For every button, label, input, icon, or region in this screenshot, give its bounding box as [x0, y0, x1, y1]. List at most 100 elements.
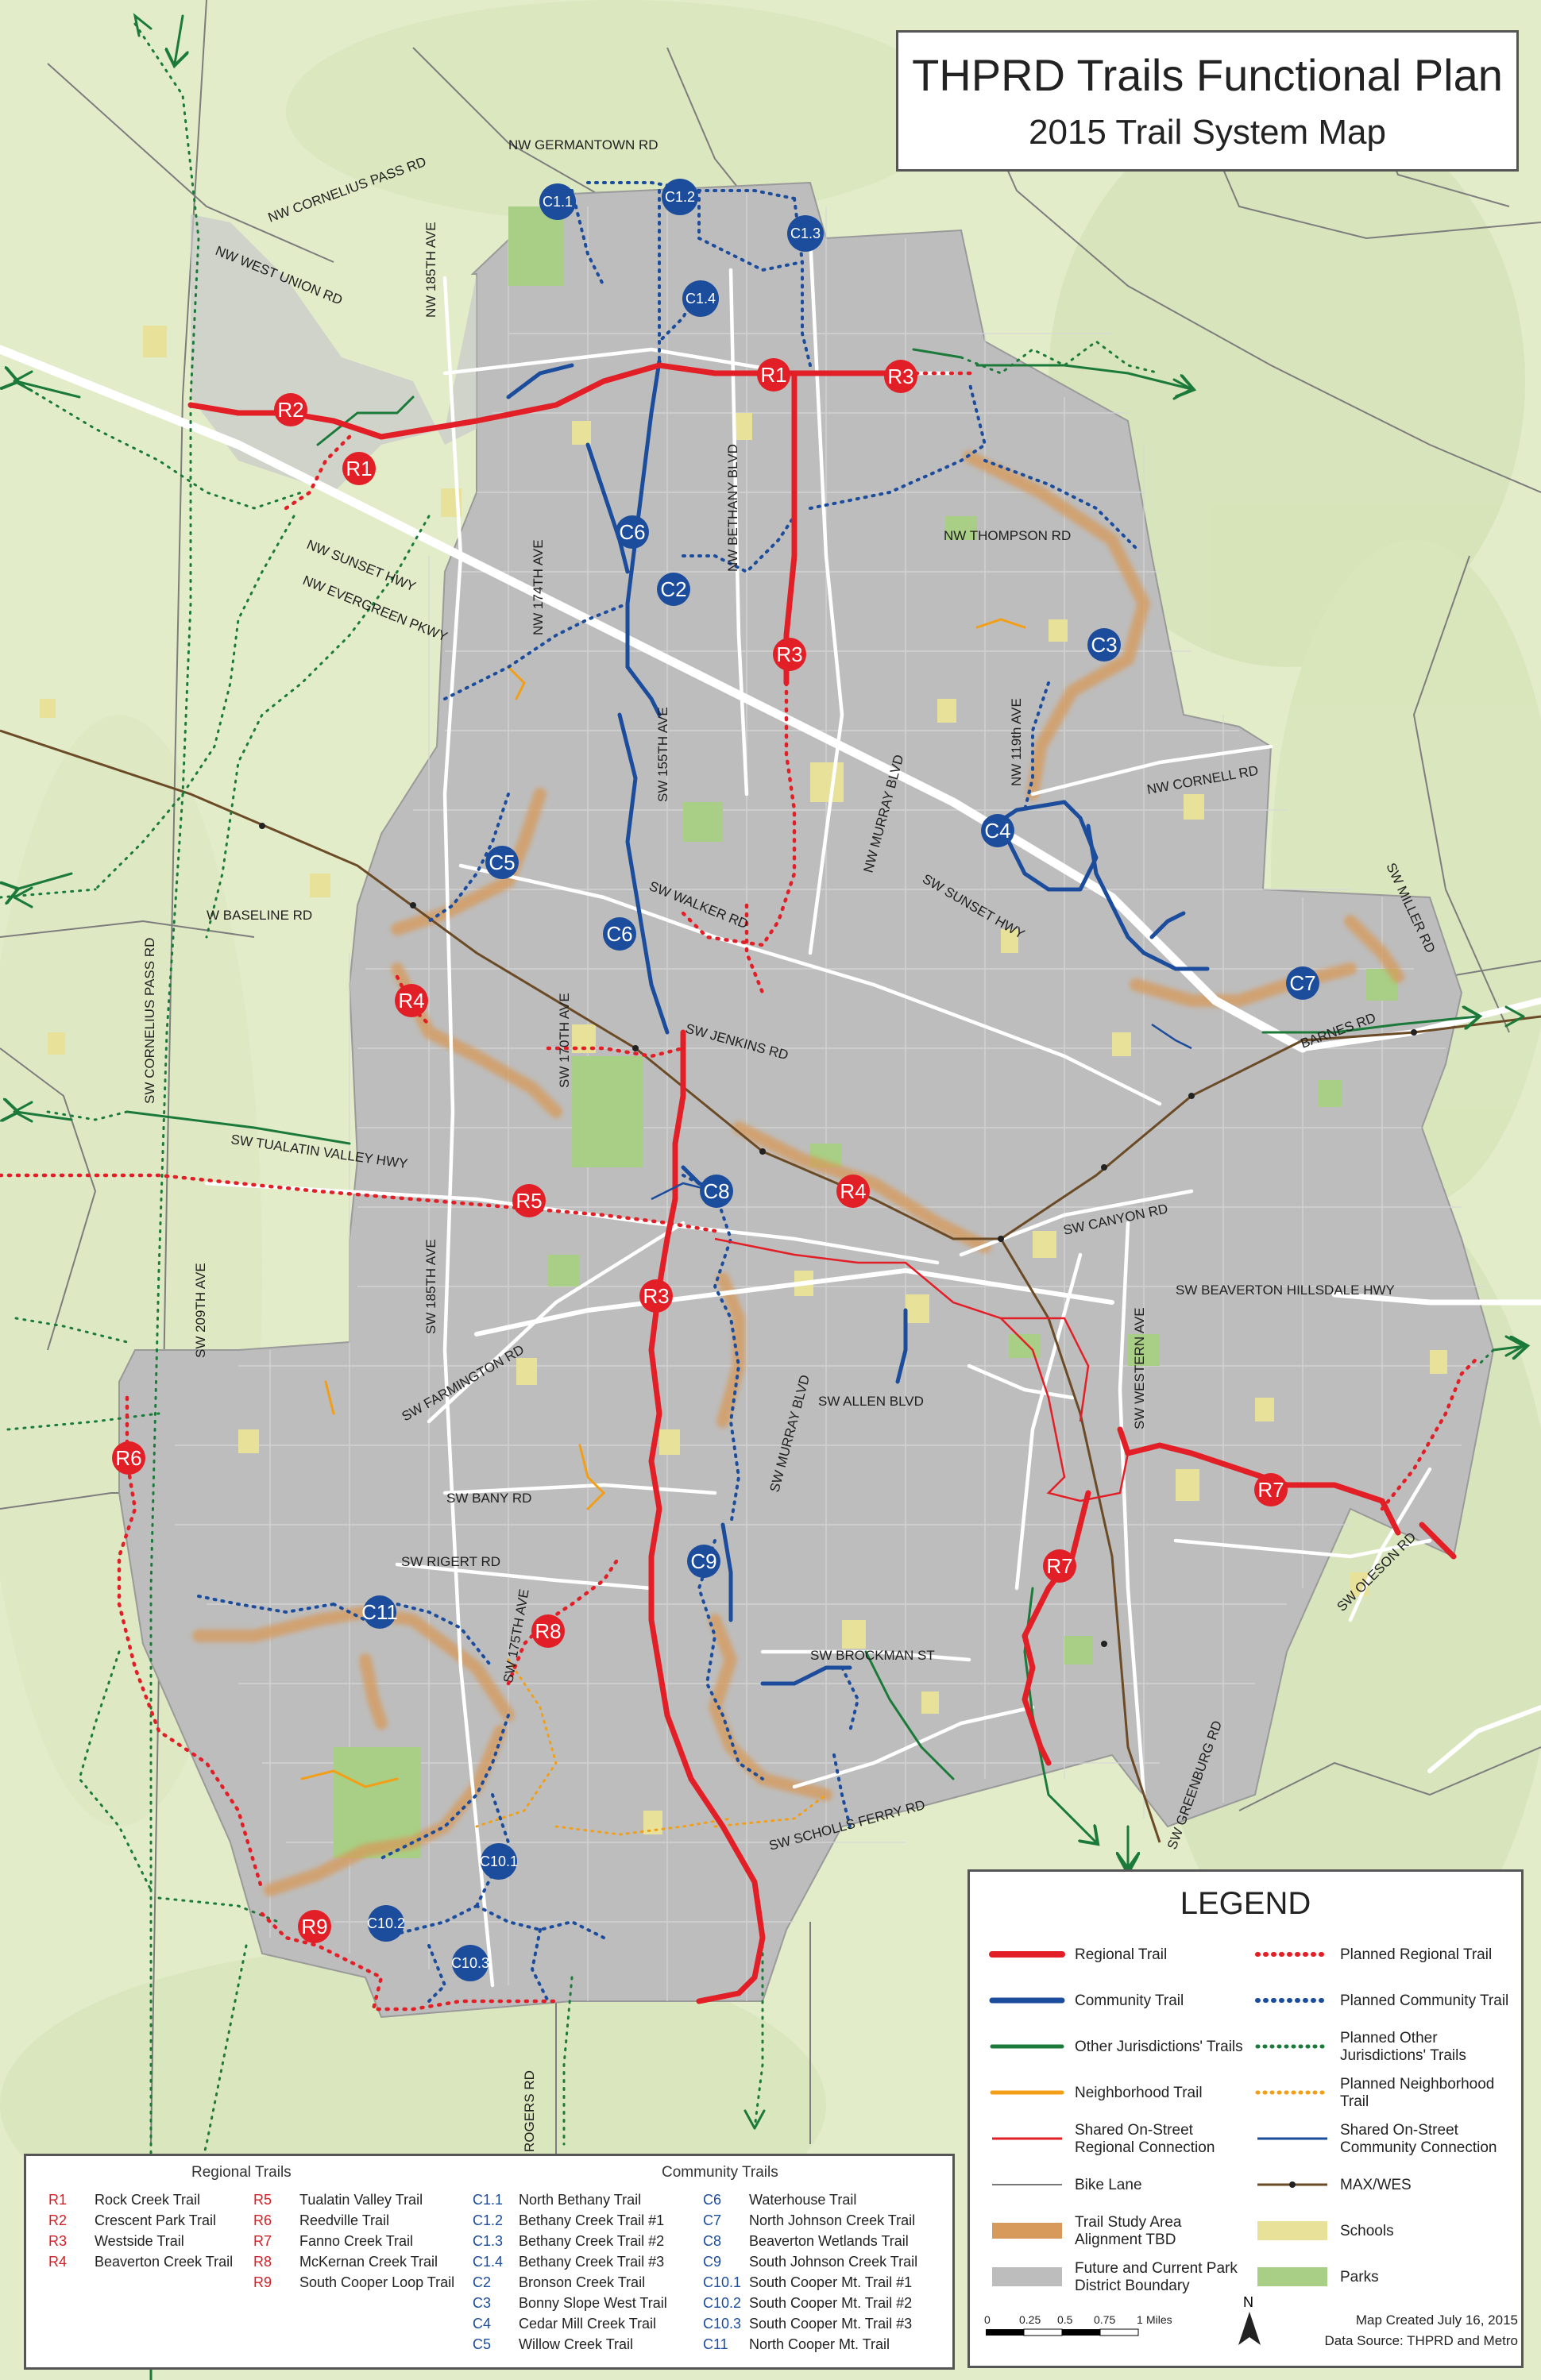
trail-marker-C7[interactable]: C7 — [1286, 966, 1319, 1000]
trail-code: R6 — [253, 2212, 272, 2228]
trail-code: R5 — [253, 2192, 272, 2208]
trail-marker-R4b[interactable]: R4 — [836, 1175, 870, 1208]
trail-name: South Cooper Mt. Trail #1 — [749, 2274, 913, 2290]
trail-marker-R8[interactable]: R8 — [531, 1614, 565, 1648]
trail-marker-R9[interactable]: R9 — [298, 1910, 331, 1943]
community-trails-heading: Community Trails — [662, 2164, 778, 2181]
trail-code: C6 — [703, 2192, 722, 2208]
trail-marker-C10-2[interactable]: C10.2 — [367, 1905, 405, 1942]
svg-text:C1.4: C1.4 — [686, 291, 716, 307]
svg-text:C11: C11 — [361, 1600, 398, 1624]
trail-marker-R5[interactable]: R5 — [512, 1184, 546, 1217]
trail-marker-C6b[interactable]: C6 — [603, 917, 636, 951]
planned-neighborhood-trails — [475, 1658, 828, 1836]
trail-marker-C10-3[interactable]: C10.3 — [451, 1945, 489, 1981]
svg-text:R7: R7 — [1046, 1554, 1072, 1578]
svg-text:R3: R3 — [887, 365, 913, 388]
scale-unit: Miles — [1146, 2313, 1172, 2326]
regional-trails-heading: Regional Trails — [191, 2164, 292, 2181]
trail-marker-C6[interactable]: C6 — [616, 515, 649, 549]
road-label: SW 155TH AVE — [655, 707, 670, 802]
trail-marker-R3c[interactable]: R3 — [639, 1279, 673, 1313]
svg-text:C7: C7 — [1289, 971, 1315, 995]
trail-code: C10.3 — [703, 2316, 742, 2332]
trail-marker-C8[interactable]: C8 — [700, 1175, 733, 1208]
legend-planned-community-trail: Planned Community Trail — [1248, 1980, 1518, 2023]
arterials — [204, 236, 1432, 1988]
road-label: NW 185TH AVE — [423, 222, 438, 318]
trail-marker-C2[interactable]: C2 — [657, 573, 690, 606]
trail-marker-C1-2[interactable]: C1.2 — [662, 179, 698, 215]
trail-marker-C9[interactable]: C9 — [687, 1545, 720, 1578]
trail-marker-C10-1[interactable]: C10.1 — [480, 1843, 518, 1880]
svg-text:R4: R4 — [398, 989, 424, 1013]
trail-marker-R3[interactable]: R3 — [884, 360, 917, 393]
svg-text:C8: C8 — [703, 1179, 729, 1203]
trail-name: McKernan Creek Trail — [299, 2254, 438, 2270]
legend-neighborhood-trail: Neighborhood Trail — [983, 2072, 1253, 2115]
planned-other-jurisdiction-trails — [0, 22, 1495, 2344]
planned-regional-swatch — [1255, 1952, 1330, 1957]
trail-marker-C11[interactable]: C11 — [361, 1595, 398, 1629]
svg-text:R2: R2 — [277, 398, 303, 422]
trail-code: R3 — [48, 2233, 68, 2249]
road-label: NW BETHANY BLVD — [725, 444, 740, 572]
trail-marker-R6[interactable]: R6 — [112, 1441, 145, 1475]
planned-regional-trails — [0, 371, 1480, 2012]
north-arrow-icon — [1238, 2312, 1261, 2345]
road-label: SW BANY RD — [446, 1491, 531, 1506]
trail-code: C7 — [703, 2212, 722, 2228]
svg-text:C6: C6 — [619, 520, 645, 544]
trail-name: Fanno Creek Trail — [299, 2233, 414, 2249]
trail-marker-R7b[interactable]: R7 — [1043, 1549, 1076, 1583]
trail-name: Bethany Creek Trail #1 — [519, 2212, 665, 2228]
trail-marker-R3b[interactable]: R3 — [773, 638, 806, 671]
svg-text:C4: C4 — [984, 819, 1010, 843]
road-label: NW THOMPSON RD — [944, 528, 1071, 543]
legend-planned-other-trails: Planned Other Jurisdictions' Trails — [1248, 2026, 1518, 2069]
trail-marker-C1-3[interactable]: C1.3 — [787, 215, 824, 252]
svg-text:C5: C5 — [489, 851, 515, 874]
map-title-box: THPRD Trails Functional Plan 2015 Trail … — [896, 30, 1519, 172]
svg-text:C10.3: C10.3 — [451, 1955, 489, 1971]
trail-marker-R4[interactable]: R4 — [395, 984, 428, 1017]
planned-neighborhood-swatch — [1255, 2090, 1330, 2095]
trail-name: Cedar Mill Creek Trail — [519, 2316, 657, 2332]
trail-index-row: R5 Tualatin Valley Trail — [253, 2189, 423, 2210]
road-label: NW 119th AVE — [1009, 698, 1024, 786]
road-label: SW 209TH AVE — [193, 1263, 208, 1358]
trail-name: Beaverton Creek Trail — [95, 2254, 234, 2270]
svg-text:R4: R4 — [840, 1179, 866, 1203]
trail-marker-R1[interactable]: R1 — [757, 358, 790, 392]
trail-name: Reedville Trail — [299, 2212, 390, 2228]
trail-marker-C1-4[interactable]: C1.4 — [682, 280, 719, 317]
trail-marker-R2[interactable]: R2 — [274, 393, 307, 426]
legend-study-area: Trail Study Area Alignment TBD — [983, 2210, 1253, 2253]
community-markers: C1.1 C1.2 C1.3 C1.4 C6 C2 C3 C4 C5 C6 C7… — [361, 179, 1319, 1981]
legend: LEGEND Regional Trail Planned Regional T… — [967, 1869, 1524, 2368]
trail-marker-C5[interactable]: C5 — [485, 846, 519, 879]
svg-text:R8: R8 — [535, 1619, 561, 1643]
svg-text:R5: R5 — [516, 1189, 542, 1213]
trail-marker-C3[interactable]: C3 — [1087, 628, 1121, 662]
trail-index-row: R6 Reedville Trail — [253, 2210, 389, 2231]
trail-marker-C4[interactable]: C4 — [981, 814, 1014, 847]
regional-markers: R1 R2 R1 R3 R3 R4 R4 R5 R3 R6 R7 R7 R8 R… — [112, 358, 1288, 1943]
legend-other-trails: Other Jurisdictions' Trails — [983, 2026, 1253, 2069]
trail-marker-R7[interactable]: R7 — [1254, 1473, 1288, 1506]
svg-text:C1.2: C1.2 — [665, 189, 695, 205]
svg-text:C10.1: C10.1 — [480, 1853, 518, 1869]
trail-name: Tualatin Valley Trail — [299, 2192, 423, 2208]
map-title: THPRD Trails Functional Plan — [912, 50, 1503, 100]
legend-schools: Schools — [1248, 2210, 1518, 2253]
trail-marker-C1-1[interactable]: C1.1 — [539, 183, 576, 220]
trail-code: C2 — [473, 2274, 492, 2290]
trail-marker-R1b[interactable]: R1 — [342, 452, 376, 485]
trail-code: R7 — [253, 2233, 272, 2249]
scale-bar-graphic — [986, 2328, 1139, 2336]
trail-name: Bethany Creek Trail #3 — [519, 2254, 665, 2270]
